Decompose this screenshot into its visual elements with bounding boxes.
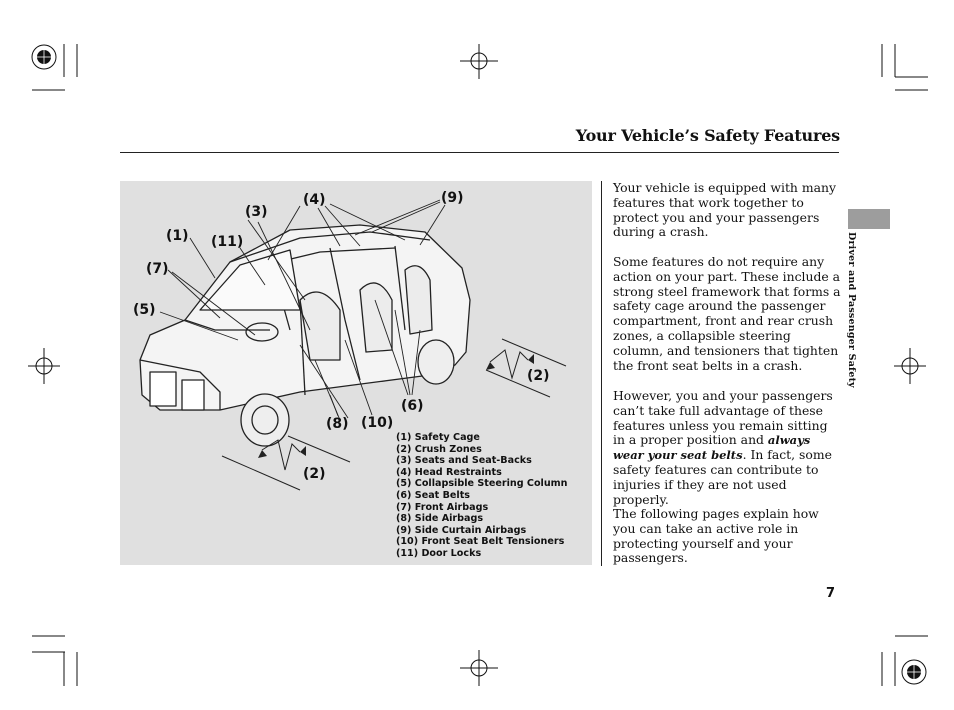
legend-item: (7) Front Airbags bbox=[396, 501, 489, 513]
legend-item: (8) Side Airbags bbox=[396, 513, 484, 525]
paragraph-2: Some features do not require any action … bbox=[613, 254, 841, 373]
legend-item: (11) Door Locks bbox=[396, 547, 482, 559]
paragraph-3-emphasis: always wear your seat belts bbox=[613, 433, 811, 463]
registration-target-icon bbox=[31, 44, 57, 70]
legend-item: (5) Collapsible Steering Column bbox=[396, 478, 568, 490]
legend-item: (10) Front Seat Belt Tensioners bbox=[396, 536, 565, 548]
paragraph-1: Your vehicle is equipped with many featu… bbox=[613, 180, 836, 240]
callout-2-front: (2) bbox=[303, 466, 326, 482]
legend-item: (2) Crush Zones bbox=[396, 443, 482, 455]
paragraph-3-text: However, you and your passengers can’t t… bbox=[613, 388, 833, 448]
callout-11: (11) bbox=[211, 234, 244, 250]
callout-4: (4) bbox=[303, 192, 326, 208]
callout-5: (5) bbox=[133, 302, 156, 318]
callout-3: (3) bbox=[245, 204, 268, 220]
page-title: Your Vehicle’s Safety Features bbox=[575, 126, 840, 145]
callout-9: (9) bbox=[441, 190, 464, 206]
callout-10: (10) bbox=[361, 415, 394, 431]
callout-1: (1) bbox=[166, 228, 189, 244]
callout-7: (7) bbox=[146, 261, 169, 277]
legend-item: (1) Safety Cage bbox=[396, 432, 480, 443]
section-tab-text: Driver and Passenger Safety bbox=[846, 232, 857, 388]
registration-target-icon bbox=[901, 659, 927, 685]
callout-2-rear: (2) bbox=[527, 368, 550, 384]
legend-item: (9) Side Curtain Airbags bbox=[396, 524, 527, 536]
title-rule bbox=[120, 152, 839, 153]
legend-item: (3) Seats and Seat-Backs bbox=[396, 455, 532, 467]
figure-legend: (1) Safety Cage (2) Crush Zones (3) Seat… bbox=[396, 432, 567, 560]
callout-6: (6) bbox=[401, 398, 424, 414]
legend-item: (4) Head Restraints bbox=[396, 466, 502, 478]
page-number: 7 bbox=[826, 586, 836, 601]
legend-item: (6) Seat Belts bbox=[396, 489, 471, 501]
paragraph-4: The following pages explain how you can … bbox=[613, 506, 819, 566]
section-tab-label: Driver and Passenger Safety bbox=[846, 232, 866, 392]
paragraph-3-text-end: . In fact, some safety features can cont… bbox=[613, 447, 832, 507]
column-divider bbox=[601, 181, 602, 566]
paragraph-3: However, you and your passengers can’t t… bbox=[613, 388, 841, 507]
section-tab-marker bbox=[848, 209, 890, 229]
callout-8: (8) bbox=[326, 416, 349, 432]
